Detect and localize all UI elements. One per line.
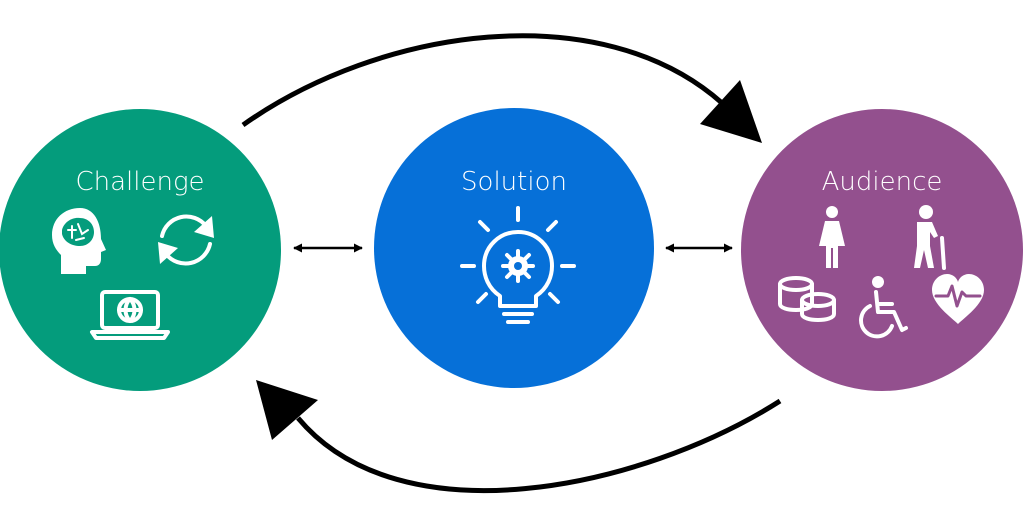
- challenge-label: Challenge: [75, 167, 204, 197]
- heart-pulse-icon: [932, 274, 984, 324]
- refresh-icon: [158, 214, 214, 266]
- arrow-challenge-to-audience: [241, 33, 762, 143]
- solution-node: Solution: [374, 108, 654, 388]
- coins-icon: [778, 276, 836, 322]
- solution-label: Solution: [461, 167, 567, 197]
- wheelchair-icon: [859, 276, 908, 339]
- challenge-circle: [0, 109, 281, 391]
- laptop-globe-icon: [90, 290, 170, 340]
- elderly-person-icon: [914, 205, 946, 270]
- brain-head-icon: [52, 208, 106, 274]
- audience-node: Audience: [741, 109, 1023, 391]
- challenge-node: Challenge: [0, 109, 281, 391]
- arrow-audience-to-challenge: [256, 380, 782, 494]
- solution-circle: [374, 108, 654, 388]
- audience-label: Audience: [822, 167, 943, 197]
- audience-circle: [741, 109, 1023, 391]
- woman-icon: [819, 206, 845, 268]
- lightbulb-gear-icon: [460, 206, 576, 324]
